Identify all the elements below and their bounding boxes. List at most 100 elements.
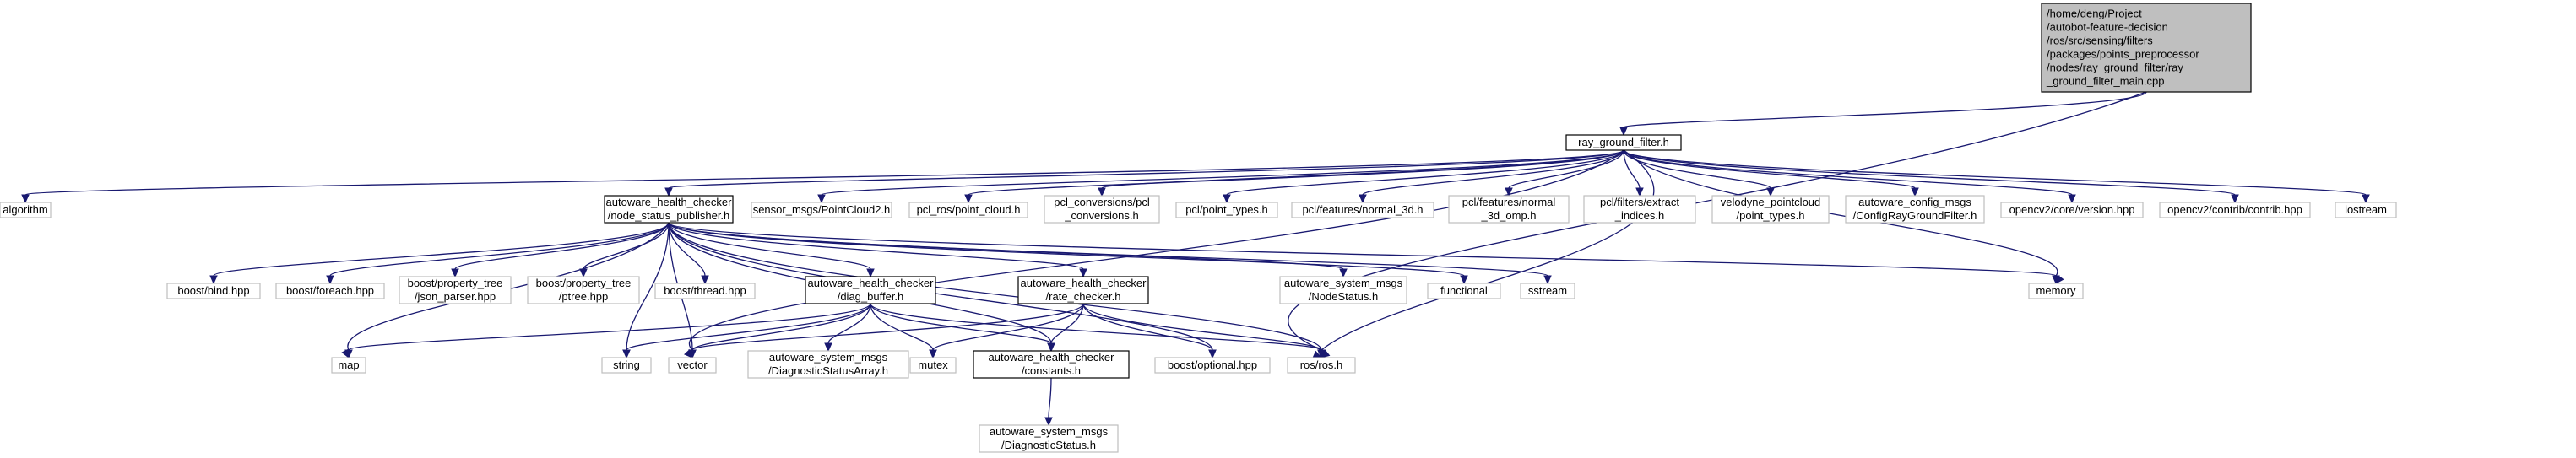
edge-rgf-to-pcltypes [1223,149,1624,204]
node-pc2[interactable]: sensor_msgs/PointCloud2.h [751,202,892,218]
node-box [973,350,1130,379]
edge-diag-to-ros [870,303,1326,359]
node-cvcontrib[interactable]: opencv2/contrib/contrib.hpp [2159,202,2311,218]
node-map[interactable]: map [331,357,366,374]
edge-diag-to-map [344,303,871,359]
node-label-line: autoware_health_checker [606,196,733,208]
node-rate[interactable]: autoware_health_checker/rate_checker.h [1017,276,1149,304]
node-label-line: boost/optional.hpp [1168,358,1257,371]
edge-root-to-rgf [1619,91,2147,137]
node-ros[interactable]: ros/ros.h [1287,357,1356,374]
node-json[interactable]: boost/property_tree/json_parser.hpp [399,276,512,304]
edge-constants-to-ds [1044,377,1053,427]
node-label-line: algorithm [3,203,47,216]
node-extract[interactable]: pcl/filters/extract_indices.h [1583,195,1696,224]
node-foreach[interactable]: boost/foreach.hpp [275,283,385,299]
edge-nsp-to-bind [209,222,670,285]
edge-nsp-to-memory [668,222,2060,285]
node-label-line: _conversions.h [1064,209,1138,222]
node-sstream[interactable]: sstream [1520,283,1575,299]
edge-rate-to-constants [1047,303,1084,353]
node-label-line: boost/property_tree [408,277,503,289]
edge-rgf-to-iostream [1623,149,2370,204]
node-nsp[interactable]: autoware_health_checker/node_status_publ… [604,195,734,224]
node-box [1711,195,1830,224]
edge-nsp-to-nodestatus [668,222,1348,278]
node-label-line: velodyne_pointcloud [1721,196,1821,208]
node-label-line: autoware_health_checker [989,351,1115,364]
node-label-line: autoware_system_msgs [1284,277,1403,289]
node-box [747,350,909,379]
node-label-line: /packages/points_preprocessor [2047,48,2199,61]
edge-nsp-to-json [451,222,670,278]
node-pclconv[interactable]: pcl_conversions/pcl_conversions.h [1044,195,1160,224]
node-label-line: boost/thread.hpp [664,284,746,297]
node-label-line: sensor_msgs/PointCloud2.h [753,203,891,216]
node-box [654,283,756,299]
node-label-line: pcl/filters/extract [1600,196,1679,208]
node-label-line: functional [1440,284,1488,297]
node-pcltypes[interactable]: pcl/point_types.h [1175,202,1278,218]
node-box [1845,195,1985,224]
node-nodestatus[interactable]: autoware_system_msgs/NodeStatus.h [1279,276,1407,304]
node-dsa[interactable]: autoware_system_msgs/DiagnosticStatusArr… [747,350,909,379]
node-label-line: /point_types.h [1737,209,1805,222]
node-algorithm[interactable]: algorithm [0,202,52,218]
node-box [527,276,640,304]
node-ptree[interactable]: boost/property_tree/ptree.hpp [527,276,640,304]
node-box [1291,202,1434,218]
node-label-line: /DiagnosticStatus.h [1001,439,1096,451]
node-bind[interactable]: boost/bind.hpp [166,283,261,299]
node-label-line: /json_parser.hpp [415,290,496,303]
node-box [1427,283,1501,299]
node-box [979,424,1119,453]
node-box [909,357,957,374]
edge-rgf-to-cvversion [1623,149,2076,204]
node-label-line: autoware_health_checker [1021,277,1147,289]
node-box [1044,195,1160,224]
node-box [331,357,366,374]
node-rgf[interactable]: ray_ground_filter.h [1565,134,1682,151]
edge-rate-to-optional [1082,303,1217,359]
node-box [275,283,385,299]
node-box [2000,202,2144,218]
edge-rgf-to-cvcontrib [1623,149,2239,204]
node-label-line: mutex [918,358,948,371]
edge-nsp-to-rate [668,222,1087,278]
node-ds[interactable]: autoware_system_msgs/DiagnosticStatus.h [979,424,1119,453]
node-label-line: autoware_config_msgs [1858,196,1971,208]
node-normal3domp[interactable]: pcl/features/normal_3d_omp.h [1448,195,1570,224]
node-thread[interactable]: boost/thread.hpp [654,283,756,299]
node-constants[interactable]: autoware_health_checker/constants.h [973,350,1130,379]
node-iostream[interactable]: iostream [2335,202,2397,218]
edge-nsp-to-functional [668,222,1468,285]
node-label-line: /ConfigRayGroundFilter.h [1853,209,1977,222]
node-box [908,202,1028,218]
node-label-line: pcl/features/normal_3d.h [1302,203,1423,216]
node-label-line: sstream [1528,284,1567,297]
node-box [1287,357,1356,374]
node-functional[interactable]: functional [1427,283,1501,299]
node-config[interactable]: autoware_config_msgs/ConfigRayGroundFilt… [1845,195,1985,224]
node-memory[interactable]: memory [2028,283,2084,299]
edge-rgf-to-normal3domp [1505,149,1624,197]
node-label-line: _3d_omp.h [1480,209,1536,222]
node-optional[interactable]: boost/optional.hpp [1154,357,1271,374]
node-diag[interactable]: autoware_health_checker/diag_buffer.h [805,276,936,304]
node-pclros[interactable]: pcl_ros/point_cloud.h [908,202,1028,218]
node-vector[interactable]: vector [668,357,717,374]
node-cvversion[interactable]: opencv2/core/version.hpp [2000,202,2144,218]
node-box [2335,202,2397,218]
node-root[interactable]: /home/deng/Project/autobot-feature-decis… [2041,3,2252,93]
node-label-line: _ground_filter_main.cpp [2046,75,2164,88]
node-box [2028,283,2084,299]
node-label-line: boost/property_tree [536,277,632,289]
node-string[interactable]: string [601,357,652,374]
node-velodyne[interactable]: velodyne_pointcloud/point_types.h [1711,195,1830,224]
node-label-line: /node_status_publisher.h [608,209,730,222]
node-label-line: autoware_system_msgs [769,351,888,364]
node-normal3d[interactable]: pcl/features/normal_3d.h [1291,202,1434,218]
node-box [2159,202,2311,218]
node-box [399,276,512,304]
node-mutex[interactable]: mutex [909,357,957,374]
